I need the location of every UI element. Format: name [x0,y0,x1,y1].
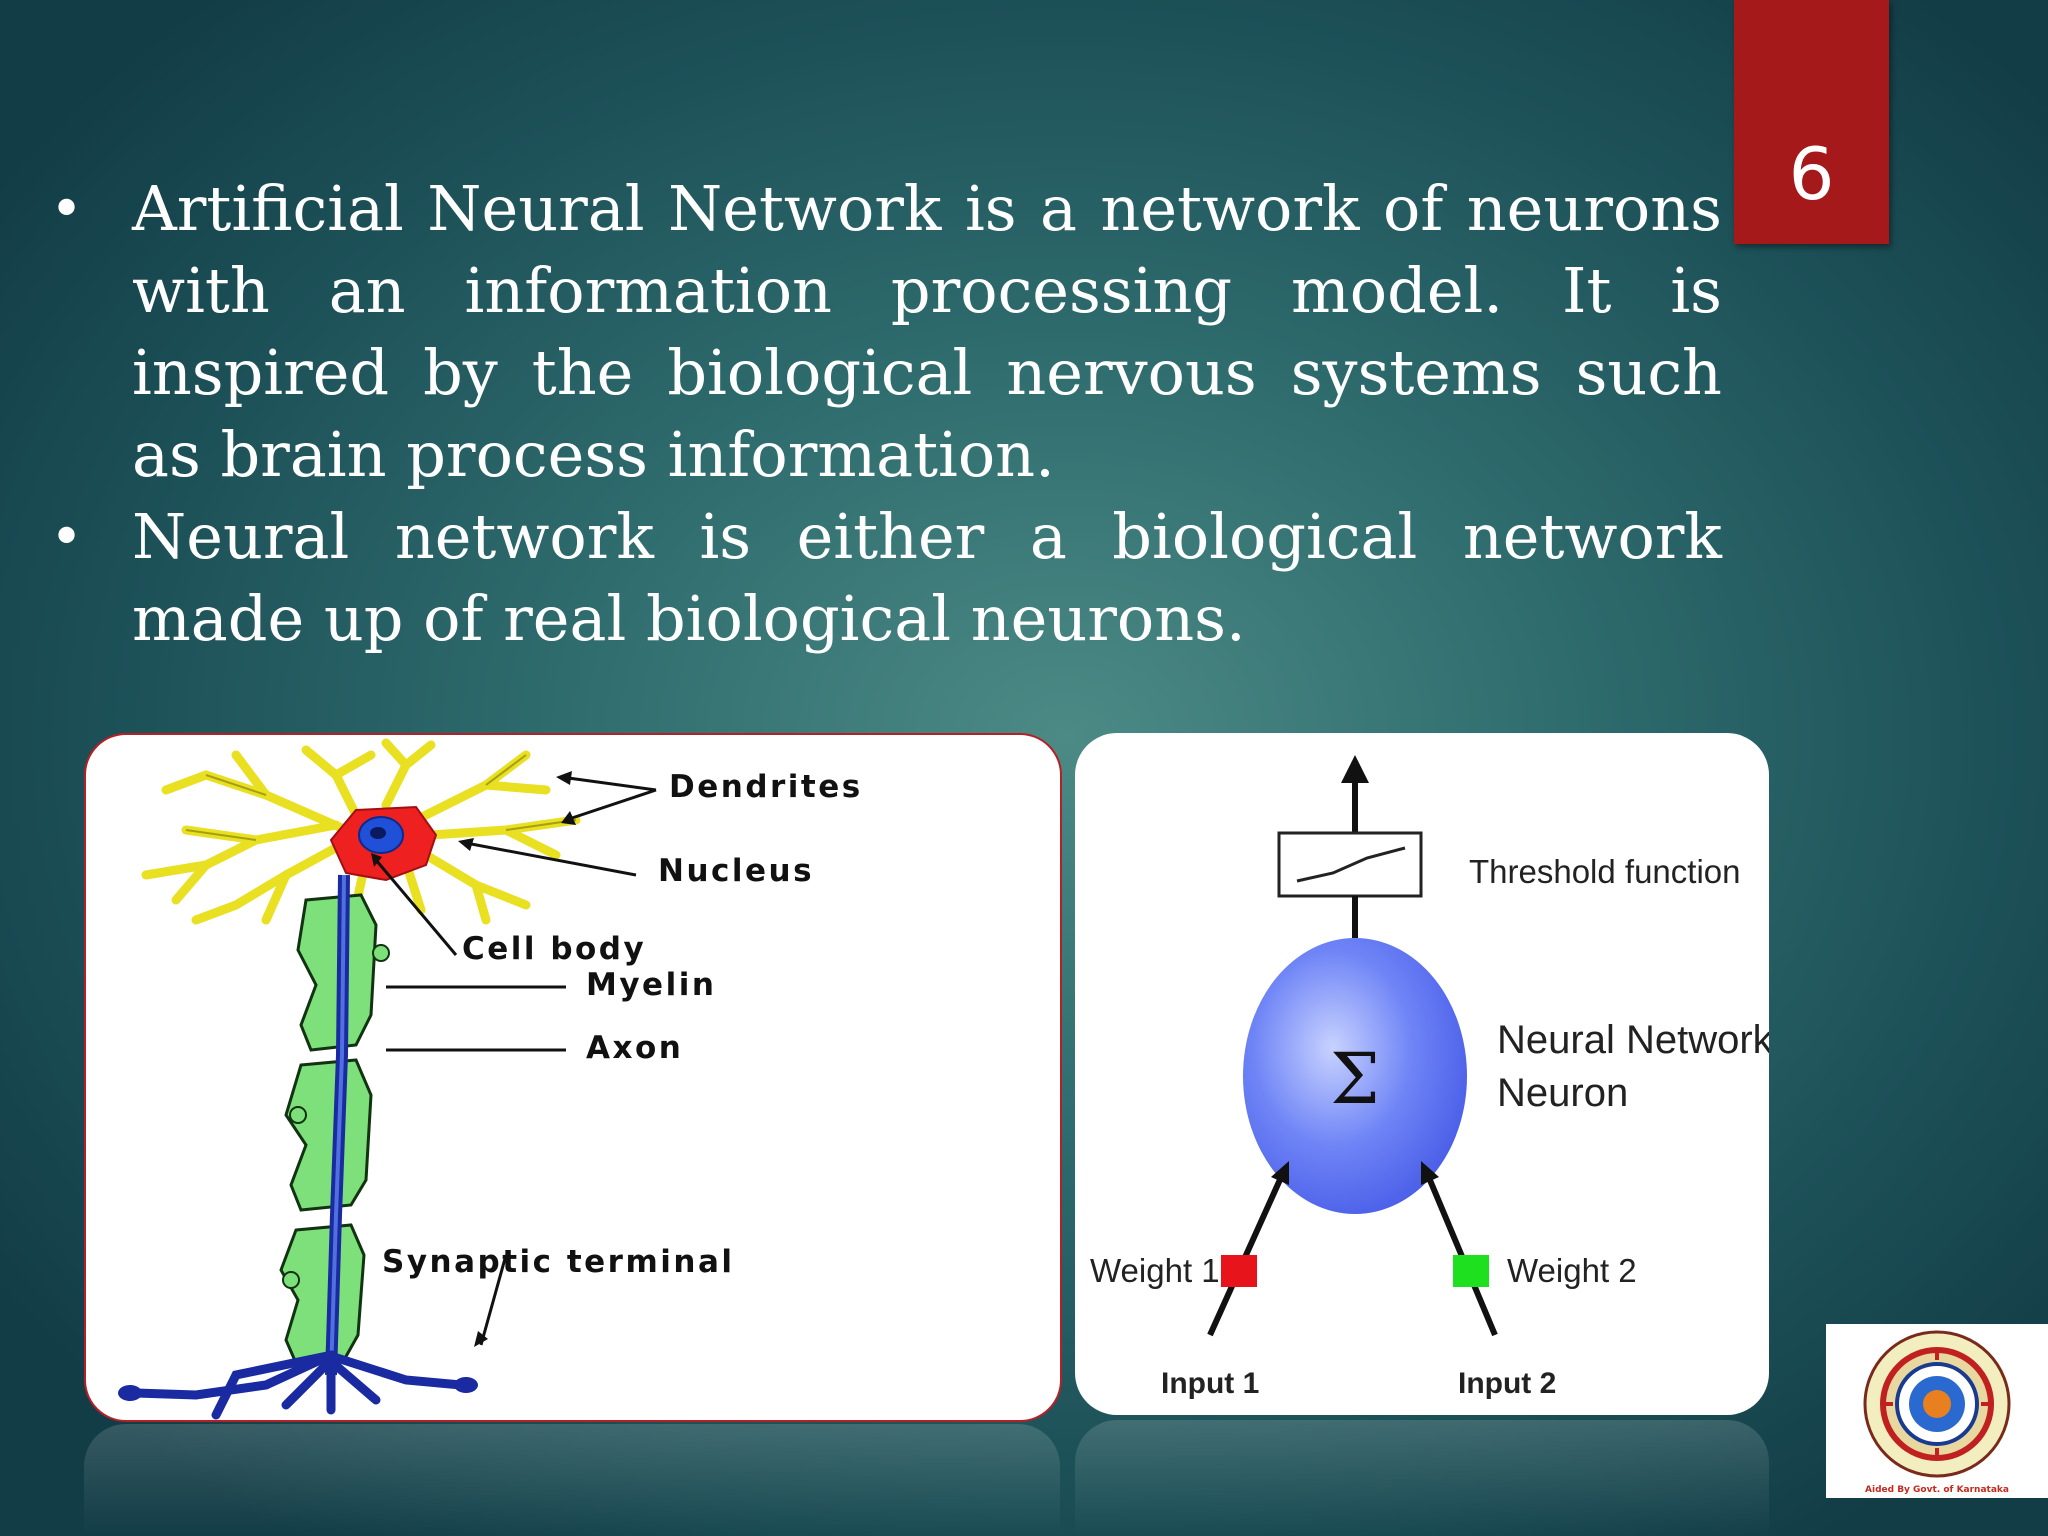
neuron-label-line2: Neuron [1497,1071,1628,1115]
bullet-item: • Neural network is either a biological … [50,496,1722,660]
synaptic-terminal-label: Synaptic terminal [382,1244,735,1280]
neuron-body [1243,938,1467,1214]
cell-body-label: Cell body [462,931,646,967]
institute-logo: Aided By Govt. of Karnataka [1826,1324,2048,1498]
input-2-label: Input 2 [1458,1367,1556,1400]
neuron-diagram-reflection [84,1424,1060,1536]
page-number-badge: 6 [1734,0,1889,244]
threshold-curve-icon [1296,846,1406,883]
neuron-label-line1: Neural Network [1497,1018,1769,1062]
synaptic-terminals-illustration [131,1350,466,1420]
bullet-text: Artificial Neural Network is a network o… [132,172,1722,491]
input-1-label: Input 1 [1161,1367,1259,1400]
bullet-text: Neural network is either a biological ne… [132,500,1722,655]
ann-diagram-reflection [1075,1420,1769,1536]
artificial-neuron-diagram: Σ Threshold function Neural Network Neur… [1075,733,1769,1415]
nucleus-label: Nucleus [658,853,814,889]
myelin-label: Myelin [586,967,716,1003]
myelin-illustration [279,893,378,1365]
bullet-dot-icon: • [50,177,84,242]
logo-caption: Aided By Govt. of Karnataka [1865,1485,2009,1495]
page-number: 6 [1788,132,1835,216]
weight-1-label: Weight 1 [1090,1252,1220,1289]
biological-neuron-diagram: Dendrites Nucleus Cell body Myelin Axon … [84,733,1062,1422]
axon-label: Axon [586,1030,683,1066]
weight-2-label: Weight 2 [1507,1252,1637,1289]
dendrites-label: Dendrites [669,769,863,805]
threshold-label: Threshold function [1469,853,1741,890]
weight-1-marker [1221,1255,1257,1287]
bullet-item: • Artificial Neural Network is a network… [50,168,1722,496]
bullet-dot-icon: • [50,505,84,570]
sum-symbol: Σ [1330,1038,1380,1120]
weight-2-marker [1453,1255,1489,1287]
bullet-list: • Artificial Neural Network is a network… [50,168,1722,660]
